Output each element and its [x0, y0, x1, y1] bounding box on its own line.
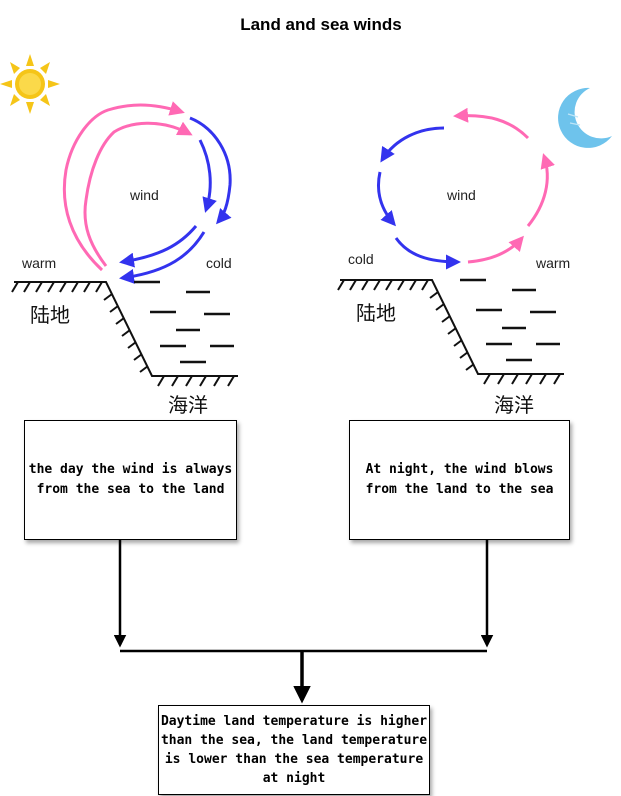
- day-wind-label: wind: [129, 187, 159, 203]
- day-note-box: the day the wind is always from the sea …: [24, 420, 237, 540]
- day-cold-arrow-inner: [198, 139, 217, 213]
- day-coastline: [11, 281, 238, 387]
- day-cold-arrow-outer: [189, 116, 232, 225]
- night-wind-label: wind: [446, 187, 476, 203]
- day-warm-arrow-outer: [62, 101, 185, 272]
- night-sea-label: 海洋: [494, 393, 534, 417]
- night-warm-label: warm: [535, 255, 570, 271]
- day-cold-arrow-lower-outer: [119, 231, 206, 284]
- night-coastline: [337, 279, 564, 385]
- day-warm-arrow-inner: [83, 121, 193, 267]
- night-cold-arrow-left: [377, 171, 396, 227]
- night-cold-arrow-top: [380, 126, 445, 163]
- night-cold-arrow-bottom: [394, 237, 461, 270]
- day-cold-arrow-lower-inner: [119, 225, 198, 268]
- night-cold-label: cold: [348, 251, 374, 267]
- night-warm-arrow-right: [526, 153, 555, 227]
- day-land-label: 陆地: [30, 303, 70, 327]
- day-note-text: the day the wind is always from the sea …: [28, 462, 233, 497]
- summary-text: Daytime land temperature is higher than …: [160, 714, 428, 786]
- night-land-label: 陆地: [356, 301, 396, 325]
- day-panel: wind warm cold 陆地 海洋: [11, 101, 238, 417]
- day-warm-label: warm: [21, 255, 56, 271]
- day-cold-label: cold: [206, 255, 232, 271]
- night-note-box: At night, the wind blows from the land t…: [349, 420, 570, 540]
- diagram-title: Land and sea winds: [240, 15, 402, 34]
- connector-lines: [113, 540, 494, 704]
- night-sea-surface: [460, 278, 560, 362]
- summary-box: Daytime land temperature is higher than …: [158, 705, 430, 795]
- day-sea-surface: [134, 280, 234, 364]
- moon-icon: [558, 87, 612, 148]
- night-warm-arrow-top: [453, 107, 530, 140]
- night-panel: wind cold warm 陆地 海洋: [337, 107, 570, 417]
- night-note-text: At night, the wind blows from the land t…: [365, 462, 554, 497]
- sun-icon: [0, 54, 60, 114]
- day-sea-label: 海洋: [168, 393, 208, 417]
- night-warm-arrow-bottom: [467, 235, 524, 264]
